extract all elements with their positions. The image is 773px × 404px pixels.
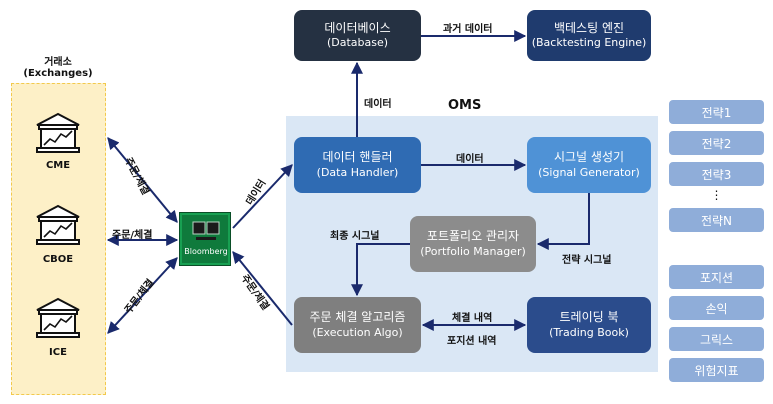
execution-algo-label: 주문 체결 알고리즘 — [309, 310, 406, 325]
bloomberg-label: Bloomberg — [184, 247, 228, 256]
strategy-item: 전략3 — [669, 162, 764, 186]
database-node: 데이터베이스 (Database) — [294, 10, 421, 61]
bank-icon-ice — [36, 297, 80, 338]
trading-book-sublabel: (Trading Book) — [549, 325, 629, 339]
backtesting-engine-node: 백테스팅 엔진 (Backtesting Engine) — [527, 10, 651, 61]
exchanges-title-en: (Exchanges) — [23, 68, 93, 79]
data-handler-node: 데이터 핸들러 (Data Handler) — [294, 137, 421, 193]
strategy-ellipsis: ⋮ — [710, 188, 723, 202]
arrow-bloomberg-handler — [232, 164, 293, 229]
edge-label-order-fill-cboe: 주문/체결 — [112, 230, 153, 241]
portfolio-manager-label: 포트폴리오 관리자 — [426, 229, 520, 244]
execution-algo-sublabel: (Execution Algo) — [312, 325, 403, 339]
strategy-item: 전략N — [669, 208, 764, 232]
exchanges-title-ko: 거래소 — [44, 57, 72, 68]
bloomberg-terminal: Bloomberg — [179, 212, 231, 266]
data-handler-label: 데이터 핸들러 — [322, 150, 393, 165]
database-label: 데이터베이스 — [324, 20, 391, 35]
portfolio-manager-sublabel: (Portfolio Manager) — [420, 244, 526, 258]
edge-label-data-up: 데이터 — [364, 99, 392, 110]
trading-book-label: 트레이딩 북 — [559, 310, 619, 325]
oms-title: OMS — [448, 98, 482, 113]
arrow-ice-bloomberg — [107, 257, 178, 334]
arrow-execution-bloomberg — [232, 251, 293, 326]
backtest-label: 백테스팅 엔진 — [553, 20, 625, 35]
backtest-sublabel: (Backtesting Engine) — [531, 36, 647, 50]
book-item: 포지션 — [669, 265, 764, 289]
strategy-item: 전략1 — [669, 100, 764, 124]
database-sublabel: (Database) — [326, 36, 389, 50]
edge-label-position-detail: 포지션 내역 — [447, 336, 497, 347]
edge-label-strategy-signal: 전략 시그널 — [562, 255, 612, 266]
portfolio-manager-node: 포트폴리오 관리자 (Portfolio Manager) — [410, 216, 536, 272]
execution-algo-node: 주문 체결 알고리즘 (Execution Algo) — [294, 297, 421, 353]
signal-generator-label: 시그널 생성기 — [553, 150, 625, 165]
data-handler-sublabel: (Data Handler) — [316, 165, 399, 179]
arrow-signal-portfolio — [536, 193, 590, 250]
exchange-label-cboe: CBOE — [42, 254, 74, 265]
exchange-label-cme: CME — [45, 160, 71, 171]
arrow-portfolio-execution — [351, 243, 410, 297]
strategy-item: 전략2 — [669, 131, 764, 155]
book-item: 손익 — [669, 296, 764, 320]
book-item: 그릭스 — [669, 327, 764, 351]
edge-label-fill-detail: 체결 내역 — [452, 313, 493, 324]
exchange-label-ice: ICE — [49, 347, 67, 358]
edge-label-data-right: 데이터 — [456, 154, 484, 165]
trading-book-node: 트레이딩 북 (Trading Book) — [527, 297, 651, 353]
edge-label-past-data: 과거 데이터 — [443, 24, 493, 35]
arrow-cme-bloomberg — [107, 137, 178, 223]
bank-icon-cboe — [36, 204, 80, 245]
signal-generator-sublabel: (Signal Generator) — [538, 165, 640, 179]
signal-generator-node: 시그널 생성기 (Signal Generator) — [527, 137, 651, 193]
bank-icon-cme — [36, 112, 80, 153]
monitor-icon — [192, 221, 220, 240]
exchanges-title: 거래소 (Exchanges) — [18, 53, 98, 79]
edge-label-final-signal: 최종 시그널 — [330, 231, 380, 242]
book-item: 위험지표 — [669, 358, 764, 382]
